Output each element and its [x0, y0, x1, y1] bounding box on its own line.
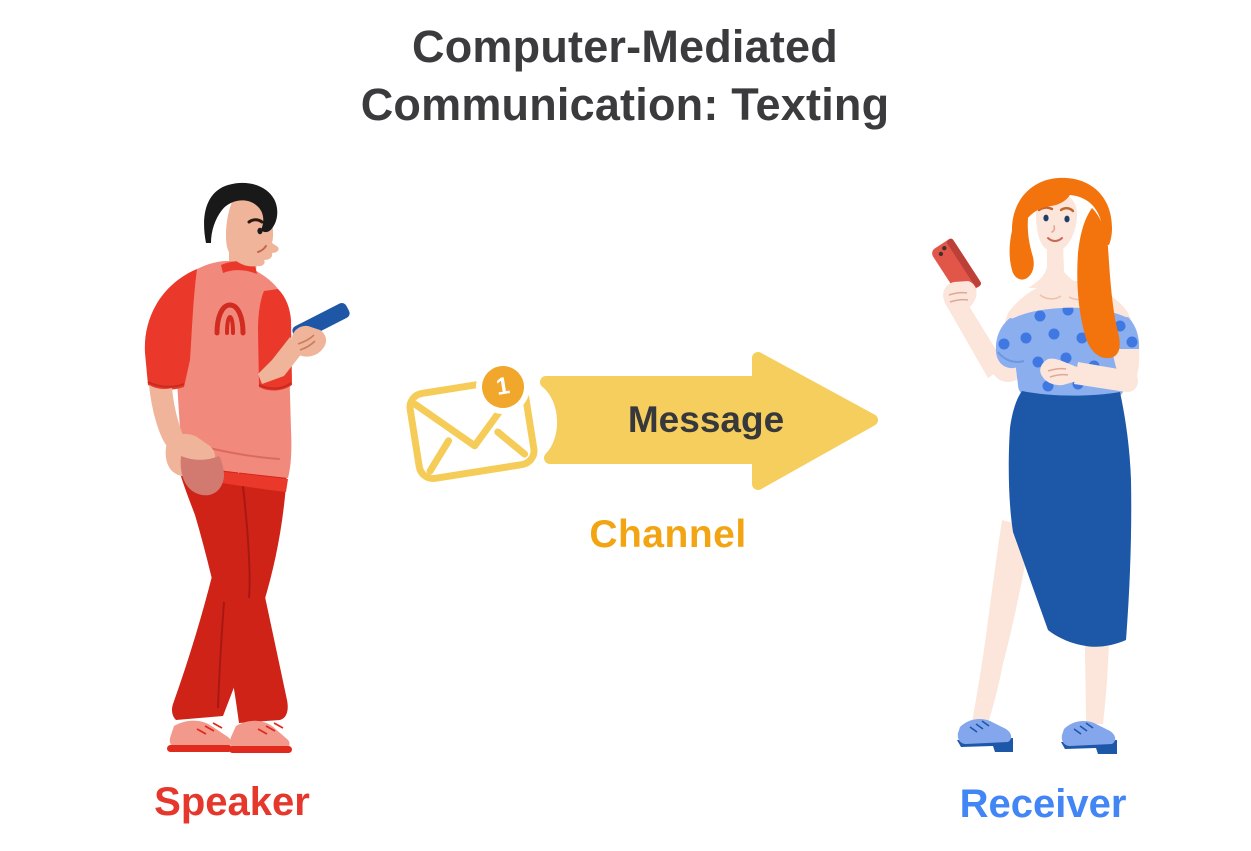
- message-label: Message: [627, 399, 785, 440]
- speaker-label: Speaker: [154, 780, 310, 824]
- channel-label: Channel: [589, 513, 747, 556]
- message-arrow: [540, 352, 878, 490]
- speaker-shoes: [167, 720, 292, 753]
- speaker-illustration: [144, 182, 350, 753]
- diagram-title: Computer-Mediated Communication: Texting: [275, 18, 975, 134]
- receiver-illustration: [932, 177, 1140, 754]
- receiver-label: Receiver: [959, 782, 1127, 826]
- receiver-shoes: [957, 719, 1117, 754]
- title-line-2: Communication: Texting: [360, 79, 890, 130]
- title-line-1: Computer-Mediated: [412, 21, 838, 72]
- shirt-arch-logo-icon: [214, 302, 246, 336]
